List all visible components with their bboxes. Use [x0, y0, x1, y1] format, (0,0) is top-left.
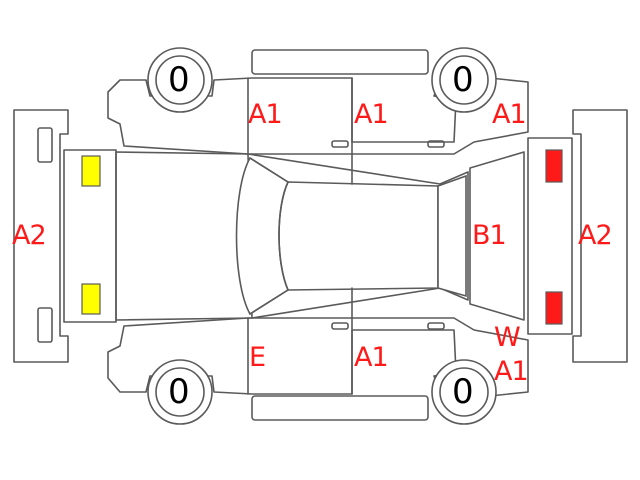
front-bumper: [13, 109, 69, 363]
headlamp-upper: [81, 155, 101, 187]
damage-code-rear-door-upper: A1: [354, 99, 389, 130]
damage-code-rear-quarter-upper: A1: [492, 99, 527, 130]
damage-code-front-fender-lower: E: [249, 342, 266, 373]
tire-front-upper: [147, 47, 213, 113]
tire-rear-lower: [431, 359, 497, 425]
roof-rail-upper: [251, 49, 429, 75]
tire-code-rear-lower: 0: [452, 372, 474, 412]
damage-code-front-bumper: A2: [12, 220, 47, 251]
tire-front-lower: [147, 359, 213, 425]
damage-code-rear-quarter-lower-a: A1: [494, 356, 529, 387]
damage-code-rear-door-lower: A1: [354, 342, 389, 373]
damage-code-front-fender-upper: A1: [248, 99, 283, 130]
tail-lamp-lower: [545, 291, 563, 325]
damage-code-rear-bumper: A2: [578, 220, 613, 251]
tail-lamp-upper: [545, 149, 563, 183]
tire-code-rear-upper: 0: [452, 60, 474, 100]
body-top-view: [115, 151, 525, 321]
tire-code-front-upper: 0: [168, 60, 190, 100]
damage-code-back-door: B1: [472, 220, 507, 251]
tire-code-front-lower: 0: [168, 372, 190, 412]
damage-code-rear-quarter-lower-w: W: [494, 322, 521, 353]
headlamp-lower: [81, 283, 101, 315]
roof-rail-lower: [251, 395, 429, 421]
tire-rear-upper: [431, 47, 497, 113]
rear-bumper: [572, 109, 628, 363]
